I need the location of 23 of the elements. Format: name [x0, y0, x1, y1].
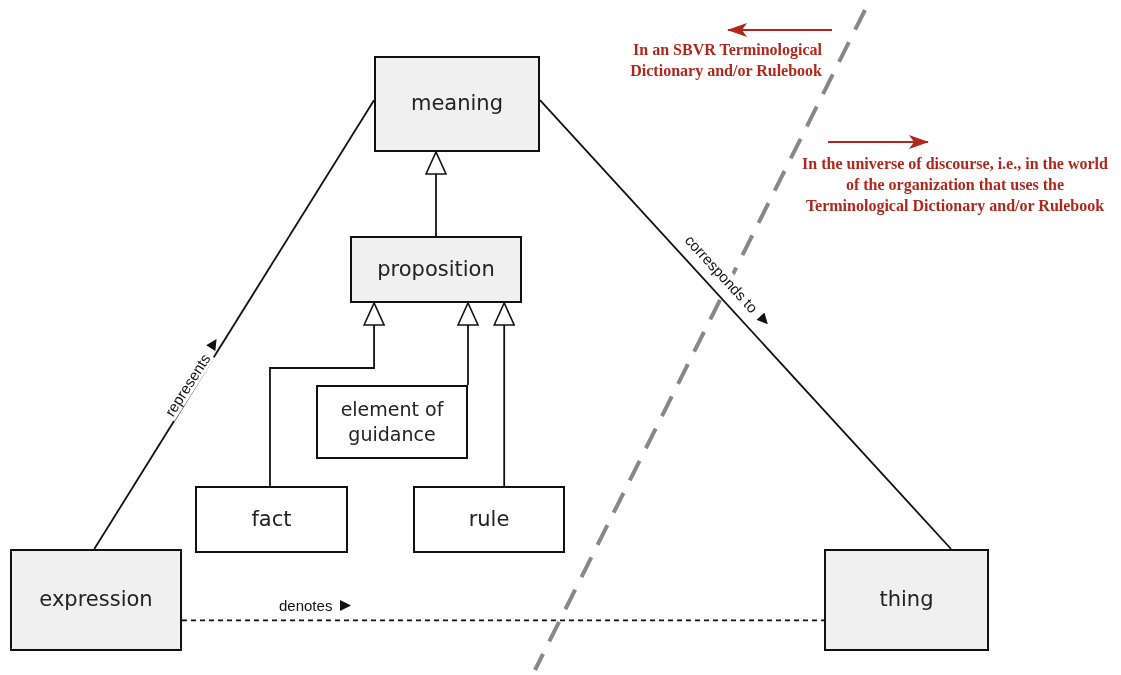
- class-box: [316, 385, 468, 459]
- generalization-arrow: [425, 151, 447, 237]
- class-name: meaning: [411, 90, 503, 118]
- generalization-arrow: [457, 302, 479, 386]
- generalization-arrow: [269, 302, 385, 487]
- class-box: [350, 236, 522, 303]
- class-box: [413, 486, 565, 553]
- class-box: [374, 56, 540, 152]
- class-box: [195, 486, 348, 553]
- class-name: proposition: [377, 255, 495, 283]
- edge-label: denotes: [277, 597, 335, 614]
- class-box: [10, 549, 182, 651]
- connector-line: [539, 99, 952, 550]
- class-name: fact: [251, 505, 292, 533]
- class-name: rule: [468, 505, 510, 533]
- annotation-text: In an SBVR Terminological Dictionary and/or Rulebook: [629, 40, 822, 82]
- generalization-arrow: [493, 302, 515, 487]
- class-name: expression: [39, 586, 153, 614]
- connector-line: [181, 619, 825, 622]
- class-name: element of guidance: [339, 397, 445, 447]
- annotation-text: In the universe of discourse, i.e., in the world of the organization that uses the Terminological Dictionary and/or Rulebook: [801, 154, 1109, 217]
- class-box: [824, 549, 989, 651]
- class-name: thing: [879, 586, 934, 614]
